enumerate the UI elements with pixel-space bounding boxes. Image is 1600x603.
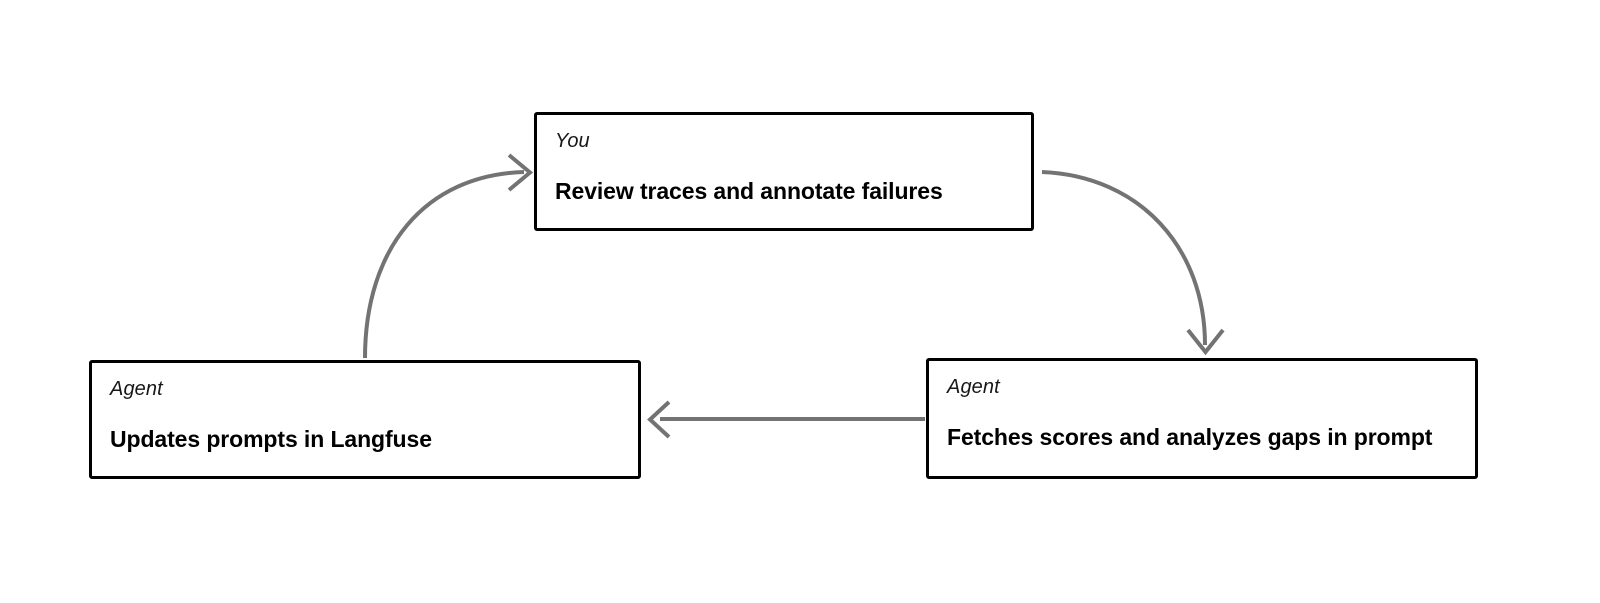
node-title-label: Fetches scores and analyzes gaps in prom… — [947, 424, 1433, 450]
node-agent-update[interactable]: Agent Updates prompts in Langfuse — [89, 360, 641, 479]
edge-update-to-you — [363, 153, 534, 359]
node-role-label: You — [555, 130, 590, 152]
edge-you-to-fetch — [1041, 170, 1225, 356]
edge-fetch-to-update — [647, 400, 925, 439]
edge-update-to-you-arrowhead — [507, 153, 534, 192]
edge-you-to-fetch-path — [1041, 170, 1207, 346]
edge-fetch-to-update-arrowhead — [647, 400, 671, 439]
node-role-label: Agent — [947, 376, 1000, 398]
node-role-label: Agent — [110, 378, 163, 400]
edge-you-to-fetch-arrowhead — [1186, 328, 1225, 356]
node-you-review[interactable]: You Review traces and annotate failures — [534, 112, 1034, 231]
edge-update-to-you-path — [363, 170, 525, 359]
node-agent-fetch[interactable]: Agent Fetches scores and analyzes gaps i… — [926, 358, 1478, 479]
node-title-label: Updates prompts in Langfuse — [110, 426, 432, 452]
node-title-label: Review traces and annotate failures — [555, 178, 943, 204]
